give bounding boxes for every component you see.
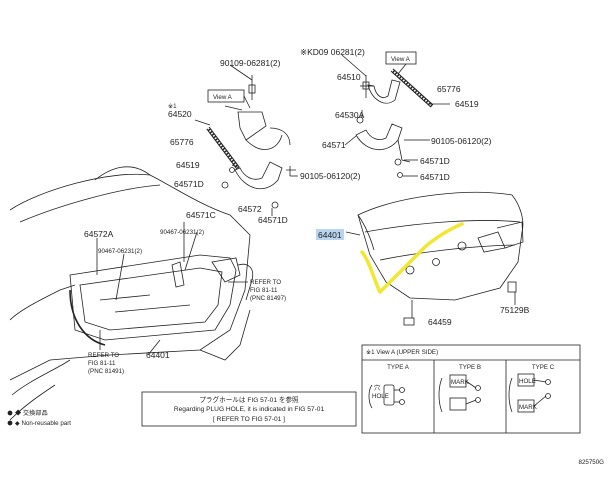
legend-jp: ◆ 交換部品 <box>15 409 48 417</box>
part-64401-highlight[interactable] <box>316 229 344 240</box>
note-box <box>141 391 357 427</box>
label-65776-right[interactable]: 65776 <box>437 84 461 94</box>
label-64572[interactable]: 64572 <box>238 204 262 214</box>
label-64530a[interactable]: 64530A <box>335 110 365 120</box>
type-b-label: TYPE B <box>459 364 481 371</box>
legend-en: ◆ Non-reusable part <box>15 420 71 427</box>
view-a-box <box>361 344 581 434</box>
label-view-a-left: View A <box>213 94 233 101</box>
trunk-lid <box>345 191 524 326</box>
type-b-mark: MARK <box>451 379 470 386</box>
type-c-hole: HOLE <box>519 378 536 385</box>
label-refer-right-3[interactable]: (PNC 81497) <box>250 295 286 302</box>
label-64519-left[interactable]: 64519 <box>176 160 200 170</box>
label-64459[interactable]: 64459 <box>428 317 452 327</box>
label-kd09-06281[interactable]: ※KD09 06281(2) <box>300 47 365 57</box>
label-64571-right[interactable]: 64571 <box>322 140 346 150</box>
diagram-id: 825750G <box>579 459 605 466</box>
label-refer-left-1[interactable]: REFER TO <box>88 352 119 359</box>
label-64571d-left-2[interactable]: 64571D <box>258 215 288 225</box>
label-refer-right-2[interactable]: FIG 81-11 <box>250 287 278 294</box>
label-90105-06120-right[interactable]: 90105-06120(2) <box>431 136 492 146</box>
label-64401-highlighted[interactable]: 64401 <box>318 230 342 240</box>
type-a-hole-jp: 穴 <box>374 384 380 392</box>
label-65776-left[interactable]: 65776 <box>170 137 194 147</box>
label-refer-left-3[interactable]: (PNC 81491) <box>88 368 124 375</box>
label-refer-right-1[interactable]: REFER TO <box>250 279 281 286</box>
label-64571d-right-2[interactable]: 64571D <box>420 172 450 182</box>
left-hinge-assembly <box>194 64 298 216</box>
label-90467-left[interactable]: 90467-06231(2) <box>98 248 142 255</box>
type-a-hole: HOLE <box>372 393 389 400</box>
label-75129b[interactable]: 75129B <box>500 305 530 315</box>
note-line-1: プラグホールは FIG 57-01 を参照 <box>199 395 299 404</box>
label-view-a-right: View A <box>391 56 411 63</box>
view-a-title: ※1 View A (UPPER SIDE) <box>366 349 438 356</box>
label-64571c[interactable]: 64571C <box>186 210 216 220</box>
label-90467-right[interactable]: 90467-06231(2) <box>160 229 204 236</box>
type-c-label: TYPE C <box>532 364 555 371</box>
yellow-marker-stroke <box>360 222 464 294</box>
label-90109-06281[interactable]: 90109-06281(2) <box>220 58 281 68</box>
label-64510[interactable]: 64510 <box>337 72 361 82</box>
type-a-label: TYPE A <box>387 364 410 371</box>
note-line-2: Regarding PLUG HOLE, it is indicated in … <box>174 406 325 413</box>
label-64401-bottom[interactable]: 64401 <box>146 350 170 360</box>
label-star1: ※1 <box>168 103 177 110</box>
label-64520[interactable]: 64520 <box>168 109 192 119</box>
type-c-mark: MARK <box>519 404 538 411</box>
note-line-3[interactable]: [ REFER TO FIG 57-01 ] <box>213 416 285 423</box>
label-refer-left-2[interactable]: FIG 81-11 <box>88 360 116 367</box>
label-64571d-right-1[interactable]: 64571D <box>420 156 450 166</box>
label-90105-06120-left[interactable]: 90105-06120(2) <box>300 171 361 181</box>
right-hinge-assembly <box>341 51 450 178</box>
car-body-outline <box>9 166 254 421</box>
label-64519-right[interactable]: 64519 <box>455 99 479 109</box>
label-64571d-left-1[interactable]: 64571D <box>174 179 204 189</box>
label-64572a[interactable]: 64572A <box>84 229 114 239</box>
